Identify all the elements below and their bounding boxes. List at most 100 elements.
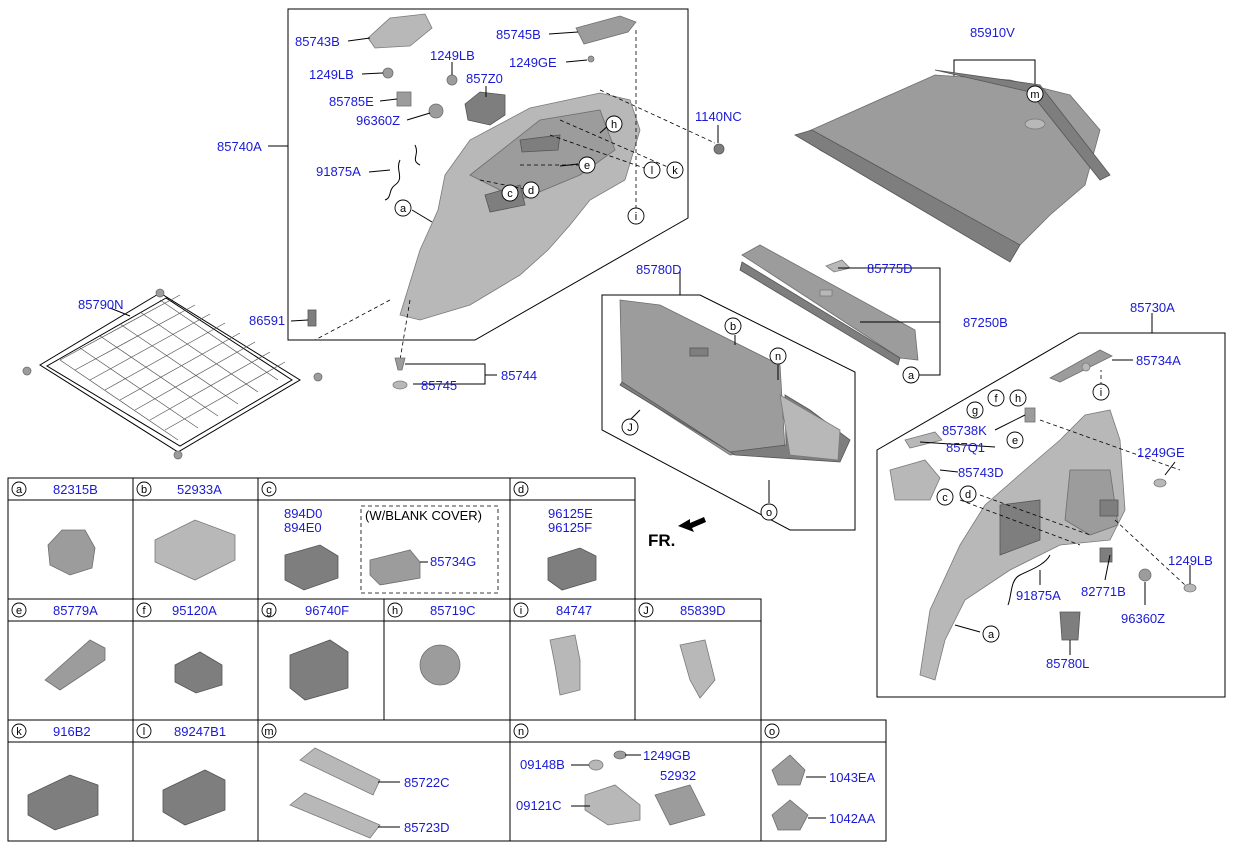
cell-key-n: n bbox=[518, 726, 524, 738]
label-85744: 85744 bbox=[501, 368, 537, 383]
callout-k: k bbox=[672, 165, 678, 177]
front-label: FR. bbox=[648, 531, 675, 550]
cell-n-part-4: 09121C bbox=[516, 798, 562, 813]
callout-h: h bbox=[611, 119, 617, 131]
cell-part-j: 85839D bbox=[680, 603, 726, 618]
callout-m: m bbox=[1030, 89, 1039, 101]
label-85743d: 85743D bbox=[958, 465, 1004, 480]
cell-m-part-2: 85723D bbox=[404, 820, 450, 835]
label-85740a: 85740A bbox=[217, 139, 262, 154]
label-82771b: 82771B bbox=[1081, 584, 1126, 599]
table-row-3: k 916B2 l 89247B1 m n o 85722C 85723D 09… bbox=[11, 723, 876, 839]
callout-i: i bbox=[635, 211, 637, 223]
label-1140nc: 1140NC bbox=[695, 109, 742, 124]
label-85738k: 85738K bbox=[942, 423, 987, 438]
label-1249lb-top: 1249LB bbox=[430, 48, 475, 63]
callout-h-right: h bbox=[1015, 393, 1021, 405]
cell-part-l: 89247B1 bbox=[174, 724, 226, 739]
parts-table bbox=[7, 477, 887, 842]
cell-key-m: m bbox=[264, 726, 273, 738]
cell-key-e: e bbox=[16, 605, 22, 617]
callout-c: c bbox=[507, 188, 513, 200]
cargo-net bbox=[22, 288, 323, 460]
cell-c-part-2: 894E0 bbox=[284, 520, 322, 535]
cell-part-g: 96740F bbox=[305, 603, 349, 618]
cell-n-part-1: 09148B bbox=[520, 757, 565, 772]
label-857q1: 857Q1 bbox=[946, 440, 985, 455]
cell-key-i: i bbox=[520, 605, 522, 617]
label-91875a-right: 91875A bbox=[1016, 588, 1061, 603]
label-96360z-right: 96360Z bbox=[1121, 611, 1165, 626]
label-857z0: 857Z0 bbox=[466, 71, 503, 86]
label-85734a: 85734A bbox=[1136, 353, 1181, 368]
label-85730a: 85730A bbox=[1130, 300, 1175, 315]
callouts-upper-left: a c d e h l k i bbox=[394, 115, 684, 225]
label-85780d: 85780D bbox=[636, 262, 682, 277]
label-1249ge-right: 1249GE bbox=[1137, 445, 1185, 460]
cell-part-h: 85719C bbox=[430, 603, 476, 618]
assembly-85730a: i g f h e c d a bbox=[876, 313, 1226, 698]
cell-m-part-1: 85722C bbox=[404, 775, 450, 790]
front-direction-indicator: FR. bbox=[648, 517, 706, 550]
cell-key-k: k bbox=[16, 726, 22, 738]
callout-b: b bbox=[730, 321, 736, 333]
callout-f-right: f bbox=[994, 393, 998, 405]
callout-o: o bbox=[766, 507, 772, 519]
label-85785e: 85785E bbox=[329, 94, 374, 109]
cell-key-l: l bbox=[143, 726, 145, 738]
table-row-2: e 85779A f 95120A g 96740F h 85719C i 84… bbox=[11, 602, 726, 701]
cell-n-part-3: 52932 bbox=[660, 768, 696, 783]
callout-c-right: c bbox=[942, 492, 948, 504]
callout-d: d bbox=[528, 185, 534, 197]
part-85745b-shape bbox=[575, 15, 637, 45]
cell-key-g: g bbox=[266, 605, 272, 617]
label-1249lb-right: 1249LB bbox=[1168, 553, 1213, 568]
label-1249ge-left: 1249GE bbox=[509, 55, 557, 70]
front-arrow-icon bbox=[678, 517, 706, 532]
label-85745b: 85745B bbox=[496, 27, 541, 42]
table-row-1: a 82315B b 52933A c d 894D0 894E0 (W/BLA… bbox=[11, 481, 597, 591]
callout-e: e bbox=[584, 160, 590, 172]
tonneau-cover: m bbox=[794, 59, 1111, 263]
callout-d-right: d bbox=[965, 489, 971, 501]
cell-o-part-2: 1042AA bbox=[829, 811, 876, 826]
clips-area bbox=[290, 309, 497, 390]
label-85743b: 85743B bbox=[295, 34, 340, 49]
callout-a-sill: a bbox=[908, 370, 915, 382]
cell-part-e: 85779A bbox=[53, 603, 98, 618]
label-1249lb-left: 1249LB bbox=[309, 67, 354, 82]
label-85910v: 85910V bbox=[970, 25, 1015, 40]
cell-n-part-2: 1249GB bbox=[643, 748, 691, 763]
callout-i-right: i bbox=[1100, 387, 1102, 399]
cell-part-a: 82315B bbox=[53, 482, 98, 497]
cell-c-blank-part: 85734G bbox=[430, 554, 476, 569]
sill-scuff-plate: a bbox=[739, 244, 941, 384]
cell-key-b: b bbox=[141, 484, 147, 496]
label-86591: 86591 bbox=[249, 313, 285, 328]
callout-a: a bbox=[400, 203, 407, 215]
cell-part-i: 84747 bbox=[556, 603, 592, 618]
label-87250b: 87250B bbox=[963, 315, 1008, 330]
cell-part-k: 916B2 bbox=[53, 724, 91, 739]
cell-c-part-1: 894D0 bbox=[284, 506, 322, 521]
cell-key-d: d bbox=[518, 484, 524, 496]
label-96360z-left: 96360Z bbox=[356, 113, 400, 128]
part-85743b-shape bbox=[367, 13, 433, 49]
cell-part-f: 95120A bbox=[172, 603, 217, 618]
callout-l: l bbox=[651, 165, 653, 177]
callout-n: n bbox=[775, 351, 781, 363]
callout-e-right: e bbox=[1012, 435, 1018, 447]
label-91875a-left: 91875A bbox=[316, 164, 361, 179]
cell-key-h: h bbox=[392, 605, 398, 617]
cell-key-a: a bbox=[16, 484, 23, 496]
label-85745: 85745 bbox=[421, 378, 457, 393]
cell-d-part-2: 96125F bbox=[548, 520, 592, 535]
cell-key-f: f bbox=[142, 605, 146, 617]
cell-key-j: J bbox=[643, 605, 649, 617]
callout-j: J bbox=[627, 422, 633, 434]
callout-a-right: a bbox=[988, 629, 995, 641]
cell-part-b: 52933A bbox=[177, 482, 222, 497]
cell-key-o: o bbox=[769, 726, 775, 738]
cell-key-c: c bbox=[266, 484, 272, 496]
